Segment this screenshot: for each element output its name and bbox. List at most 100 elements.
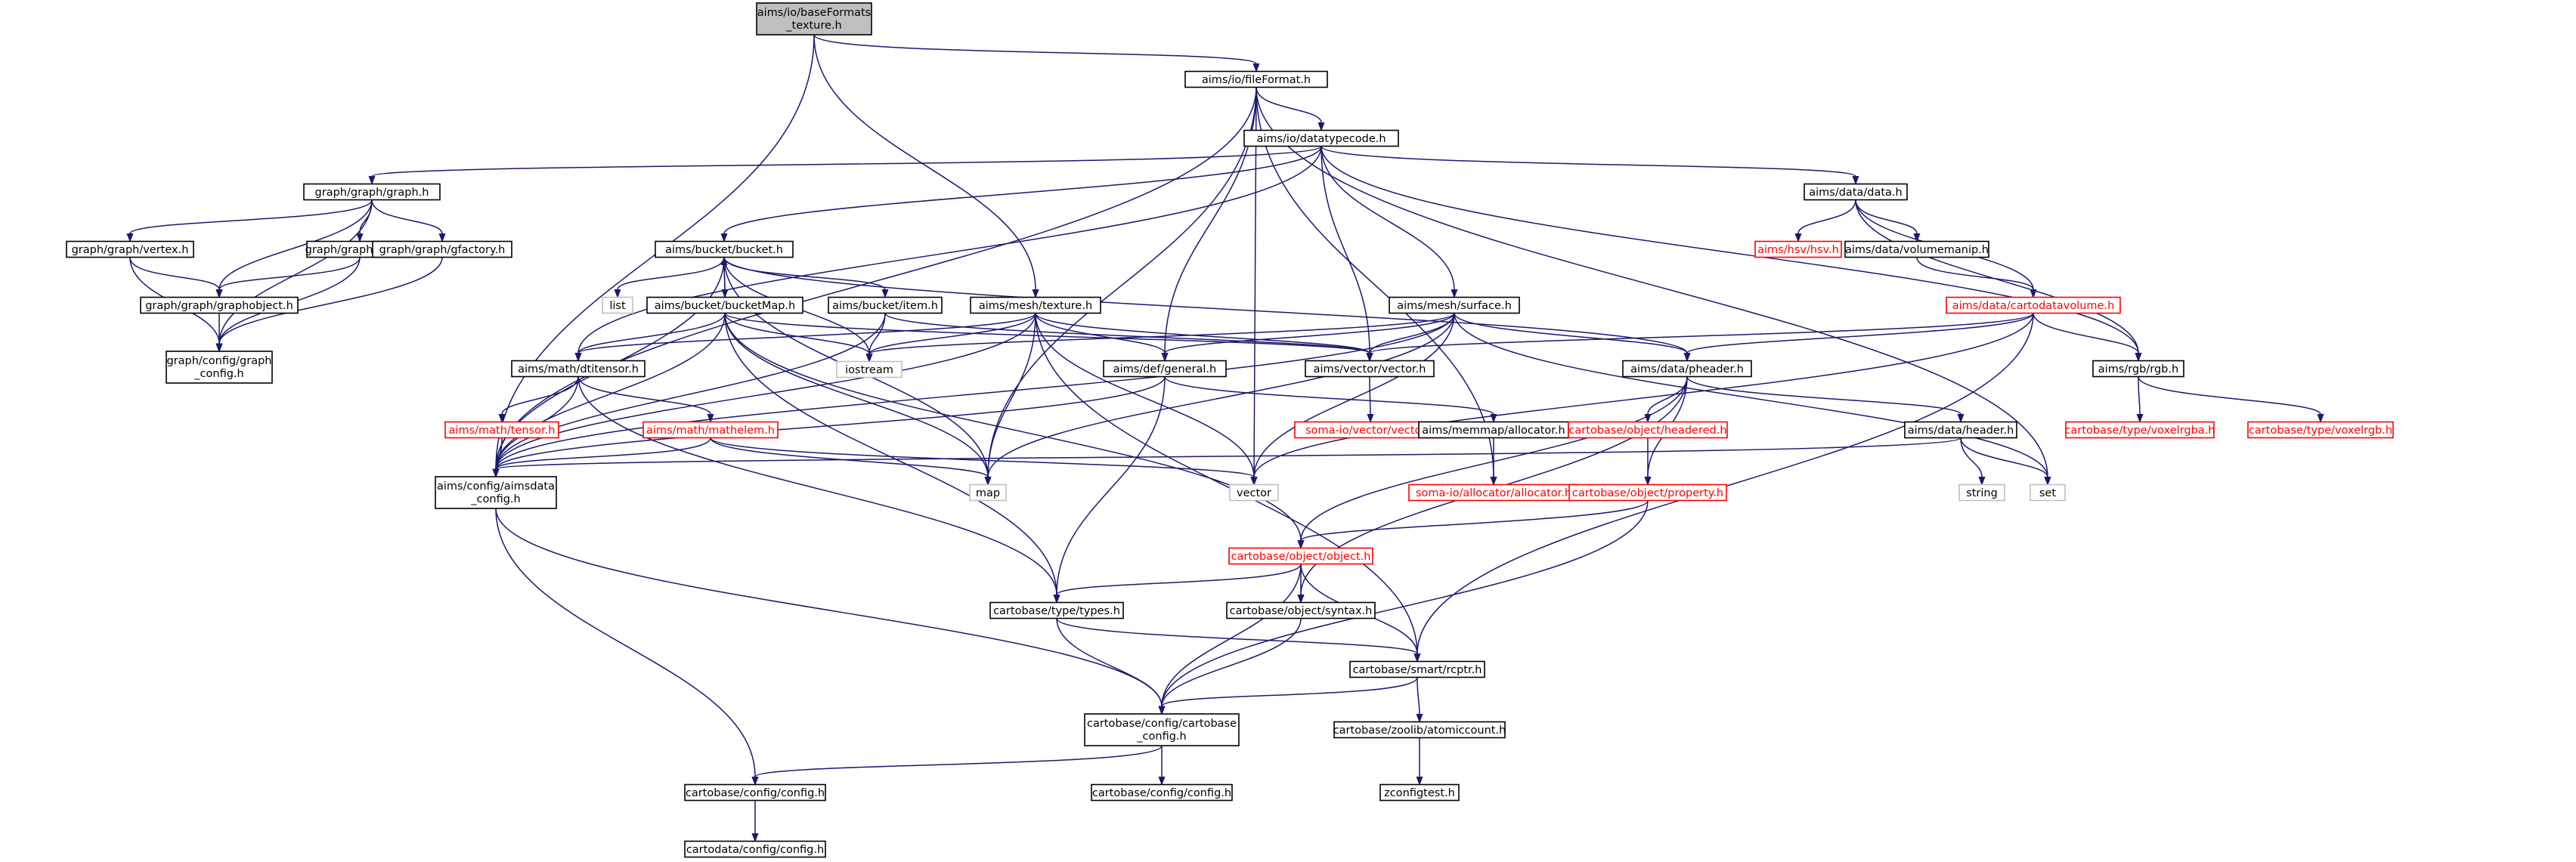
node-string[interactable]: string xyxy=(1958,484,2005,502)
node-voxelrgb[interactable]: cartobase/type/voxelrgb.h xyxy=(2247,421,2394,439)
node-cartodatavolume[interactable]: aims/data/cartodatavolume.h xyxy=(1946,296,2121,314)
node-hsv[interactable]: aims/hsv/hsv.h xyxy=(1754,240,1842,258)
edge-property-to-objecth xyxy=(1297,500,1649,549)
node-datatypecode[interactable]: aims/io/datatypecode.h xyxy=(1243,129,1399,147)
node-label: cartobase/object/object.h xyxy=(1231,551,1371,563)
node-box xyxy=(1333,721,1506,739)
node-list[interactable]: list xyxy=(602,296,633,314)
edge-bucketMap-to-aimsdataconfig xyxy=(492,313,726,478)
node-dataheader[interactable]: aims/data/header.h xyxy=(1904,421,2017,439)
node-label: list xyxy=(609,300,626,312)
node-box xyxy=(836,360,903,378)
node-zconfigtest[interactable]: zconfigtest.h xyxy=(1379,783,1460,802)
node-somaallocator[interactable]: soma-io/allocator/allocator.h xyxy=(1408,484,1579,502)
node-box xyxy=(1229,484,1279,502)
node-root[interactable]: aims/io/baseFormats_texture.h xyxy=(756,2,872,36)
node-cartobaseconfig[interactable]: cartobase/config/cartobase_config.h xyxy=(1084,713,1240,746)
node-aimsvector[interactable]: aims/vector/vector.h xyxy=(1305,360,1435,378)
edge-rcptr-to-atomiccount xyxy=(1416,677,1423,723)
node-tensor[interactable]: aims/math/tensor.h xyxy=(444,421,559,439)
node-box xyxy=(1084,713,1240,746)
node-rgb[interactable]: aims/rgb/rgb.h xyxy=(2092,360,2184,378)
node-label: cartobase/smart/rcptr.h xyxy=(1353,664,1482,676)
node-graph[interactable]: graph/graph/graph.h xyxy=(303,183,441,201)
node-label: aims/vector/vector.h xyxy=(1314,363,1426,375)
edge-fileFormat-to-map xyxy=(984,87,1257,486)
node-label: cartobase/config/config.h xyxy=(1092,787,1231,799)
node-label: aims/bucket/bucketMap.h xyxy=(655,300,795,312)
node-label: zconfigtest.h xyxy=(1384,787,1455,799)
node-configh1[interactable]: cartobase/config/config.h xyxy=(684,783,826,802)
node-volumemanip[interactable]: aims/data/volumemanip.h xyxy=(1844,240,1989,258)
node-label: cartobase/type/voxelrgb.h xyxy=(2249,425,2392,437)
node-dtitensor[interactable]: aims/math/dtitensor.h xyxy=(511,360,646,378)
node-cartodataconfig[interactable]: cartodata/config/config.h xyxy=(684,840,826,858)
node-box xyxy=(1568,421,1728,439)
edge-bucket-to-item xyxy=(723,257,889,298)
node-objecth[interactable]: cartobase/object/object.h xyxy=(1228,547,1373,565)
edge-rgb-to-voxelrgb xyxy=(2138,376,2324,423)
node-map[interactable]: map xyxy=(969,484,1007,502)
node-pheader[interactable]: aims/data/pheader.h xyxy=(1622,360,1752,378)
edge-cartodatavolume-to-pheader xyxy=(1683,313,2034,362)
node-atomiccount[interactable]: cartobase/zoolib/atomiccount.h xyxy=(1333,721,1506,739)
node-gfactory[interactable]: graph/graph/gfactory.h xyxy=(372,240,512,258)
edge-graph-to-gfactory xyxy=(371,199,446,243)
edge-surface-to-vector xyxy=(1250,313,1455,486)
edge-bucketMap-to-iostream xyxy=(724,313,873,363)
edge-dataheader-to-aimsdataconfig xyxy=(492,437,1961,478)
node-vector[interactable]: vector xyxy=(1229,484,1279,502)
node-bucketMap[interactable]: aims/bucket/bucketMap.h xyxy=(646,296,803,314)
node-allocatorh[interactable]: aims/memmap/allocator.h xyxy=(1418,421,1569,439)
node-aimsdataconfig[interactable]: aims/config/aimsdata_config.h xyxy=(435,476,557,509)
edge-cartodatavolume-to-aimsvector xyxy=(1366,312,2034,362)
edge-datatypecode-to-surface xyxy=(1321,146,1458,298)
node-bucket[interactable]: aims/bucket/bucket.h xyxy=(655,240,794,258)
node-mathelem[interactable]: aims/math/mathelem.h xyxy=(642,421,779,439)
node-set[interactable]: set xyxy=(2030,484,2066,502)
node-types[interactable]: cartobase/type/types.h xyxy=(989,601,1124,619)
node-box xyxy=(1946,296,2121,314)
node-iostream[interactable]: iostream xyxy=(836,360,903,378)
node-label: cartodata/config/config.h xyxy=(686,844,824,856)
node-surface[interactable]: aims/mesh/surface.h xyxy=(1389,296,1520,314)
node-label: map xyxy=(976,487,1000,499)
node-box xyxy=(2247,421,2394,439)
node-label: cartobase/config/cartobase xyxy=(1087,718,1237,730)
node-box xyxy=(1568,484,1727,502)
node-label: graph/graph/gfactory.h xyxy=(379,244,506,256)
node-box xyxy=(1305,360,1435,378)
node-box xyxy=(1349,660,1485,678)
node-property[interactable]: cartobase/object/property.h xyxy=(1568,484,1727,502)
node-graphobject[interactable]: graph/graph/graphobject.h xyxy=(140,296,299,314)
node-label: aims/io/baseFormats xyxy=(757,7,871,19)
node-texture[interactable]: aims/mesh/texture.h xyxy=(970,296,1101,314)
node-voxelrgba[interactable]: cartobase/type/voxelrgba.h xyxy=(2065,421,2215,439)
node-label: graph/graph/graph.h xyxy=(315,187,429,199)
edge-surface-to-map xyxy=(984,313,1455,486)
node-item[interactable]: aims/bucket/item.h xyxy=(828,296,943,314)
node-configh2[interactable]: cartobase/config/config.h xyxy=(1091,783,1233,802)
node-box xyxy=(66,240,194,258)
node-syntax[interactable]: cartobase/object/syntax.h xyxy=(1226,601,1376,619)
node-graphconfig[interactable]: graph/config/graph_config.h xyxy=(166,351,273,384)
edge-datatypecode-to-graph xyxy=(368,145,1322,185)
edge-cartobaseconfig-to-configh1 xyxy=(751,745,1163,786)
node-vertex[interactable]: graph/graph/vertex.h xyxy=(66,240,194,258)
edge-syntax-to-cartobaseconfig xyxy=(1158,618,1302,715)
node-label: soma-io/allocator/allocator.h xyxy=(1416,487,1571,499)
node-datah[interactable]: aims/data/data.h xyxy=(1804,183,1908,201)
node-somavector[interactable]: soma-io/vector/vector.h xyxy=(1294,421,1447,439)
node-label: graph/graph/vertex.h xyxy=(72,244,189,256)
node-rcptr[interactable]: cartobase/smart/rcptr.h xyxy=(1349,660,1485,678)
node-box xyxy=(642,421,779,439)
node-headered[interactable]: cartobase/object/headered.h xyxy=(1568,421,1728,439)
edge-headered-to-property xyxy=(1644,437,1652,486)
node-box xyxy=(1091,783,1233,802)
node-label: aims/data/data.h xyxy=(1809,187,1902,199)
node-defgeneral[interactable]: aims/def/general.h xyxy=(1103,360,1227,378)
node-label: aims/math/tensor.h xyxy=(449,425,556,437)
edge-volumemanip-to-cartodatavolume xyxy=(1916,257,2037,298)
node-fileFormat[interactable]: aims/io/fileFormat.h xyxy=(1184,70,1328,88)
edge-dataheader-to-string xyxy=(1960,437,1986,486)
